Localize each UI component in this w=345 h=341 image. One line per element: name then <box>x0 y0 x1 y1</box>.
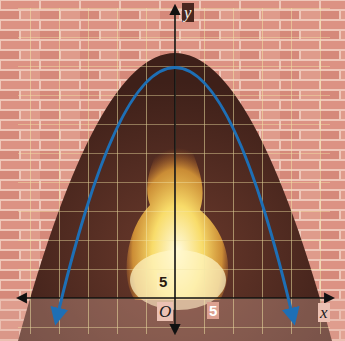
tick-label: 5 <box>207 302 219 319</box>
tick-label: 5 <box>157 273 169 290</box>
axis-name: y <box>182 3 194 22</box>
parabola <box>56 68 294 323</box>
axis-name: x <box>318 303 330 322</box>
y-axis <box>174 6 176 333</box>
origin-label: O <box>157 302 173 321</box>
grid <box>18 8 330 334</box>
